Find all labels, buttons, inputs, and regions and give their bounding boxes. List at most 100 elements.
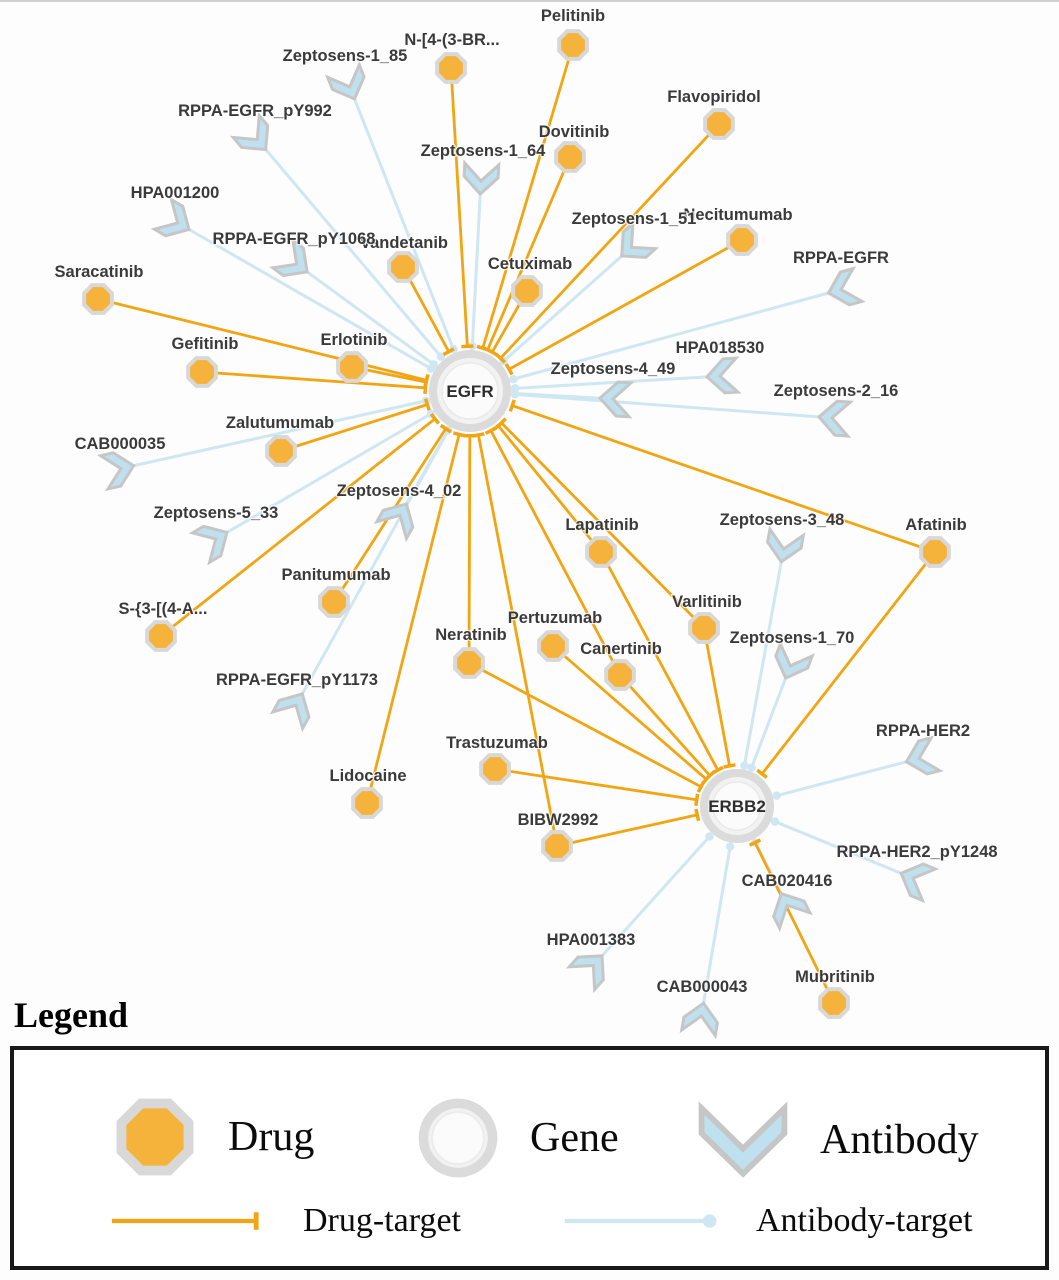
drug-edge <box>495 417 705 629</box>
antibody-node <box>150 196 191 238</box>
legend-drug-target-label: Drug-target <box>303 1202 461 1239</box>
antibody-node <box>704 356 742 395</box>
antibody-node <box>774 640 815 681</box>
antibody-node <box>229 111 270 152</box>
drug-edge <box>97 297 430 387</box>
gene-node-inner <box>441 362 499 420</box>
antibody-edge <box>118 396 431 471</box>
antibody-edge <box>254 137 446 361</box>
antibody-label: HPA001200 <box>131 184 220 202</box>
drug-label: N-[4-(3-BR... <box>404 31 499 49</box>
drug-label: Pertuzumab <box>508 609 602 627</box>
drug-edge <box>484 426 622 676</box>
drug-node <box>453 647 485 679</box>
antibody-node <box>373 502 415 543</box>
antibody-edge <box>175 220 436 373</box>
drug-node <box>537 630 569 662</box>
drug-edge <box>508 399 936 554</box>
antibody-node <box>324 60 366 101</box>
antibody-label: Zeptosens-2_16 <box>774 382 899 400</box>
drug-node <box>688 612 720 644</box>
drug-node <box>479 753 511 785</box>
legend-gene-label: Gene <box>530 1115 619 1161</box>
drug-node <box>557 29 589 61</box>
drug-label: Necitumumab <box>683 206 792 224</box>
antibody-label: CAB020416 <box>742 872 833 890</box>
drug-edge <box>468 661 706 793</box>
network-canvas: EGFRERBB2PelitinibN-[4-(3-BR...Dovitinib… <box>53 6 999 1040</box>
antibody-label: RPPA-EGFR <box>793 249 889 267</box>
drug-node <box>186 356 218 388</box>
antibody-node <box>826 266 866 307</box>
antibody-node <box>188 524 229 566</box>
drug-label: Saracatinib <box>55 263 144 281</box>
legend-box: Drug Gene Antibody Drug-target Antibody-… <box>10 1046 1049 1270</box>
drug-edge <box>552 644 712 785</box>
drug-node <box>265 435 297 467</box>
antibody-label: HPA018530 <box>676 339 765 357</box>
antibody-label: RPPA-HER2 <box>876 722 970 740</box>
drug-edge <box>748 838 836 1004</box>
antibody-node <box>899 862 940 904</box>
antibody-node <box>766 525 806 564</box>
drug-edge <box>160 413 441 638</box>
antibody-edge <box>468 178 483 351</box>
drug-node <box>318 586 350 618</box>
drug-node <box>703 108 735 140</box>
drug-node <box>604 659 636 691</box>
drug-target-line-icon <box>111 1212 259 1230</box>
antibody-node <box>462 159 501 197</box>
antibody-edge <box>740 546 786 770</box>
antibody-edge <box>699 842 735 1019</box>
drug-edge <box>365 431 466 804</box>
antibody-edge <box>499 244 634 366</box>
antibody-label: Zeptosens-1_70 <box>730 629 855 647</box>
drug-label: Dovitinib <box>539 123 610 141</box>
antibody-edge <box>213 409 436 542</box>
gene-label: ERBB2 <box>708 797 766 816</box>
antibody-node <box>565 954 605 994</box>
antibody-label: Zeptosens-1_64 <box>421 142 547 160</box>
drug-edge <box>201 370 428 394</box>
nodes <box>82 29 951 1040</box>
antibody-label: Zeptosens-4_49 <box>551 360 676 378</box>
drug-edge <box>702 627 736 769</box>
antibody-label: HPA001383 <box>547 931 636 949</box>
antibody-label: RPPA-EGFR_pY992 <box>178 102 332 120</box>
drug-node <box>351 787 383 819</box>
drug-label: BIBW2992 <box>518 811 599 829</box>
drug-label: S-{3-[(4-A... <box>119 600 208 618</box>
antibody-node <box>816 399 854 438</box>
drug-label: Canertinib <box>580 640 662 658</box>
antibody-node <box>269 692 311 733</box>
antibody-edge <box>772 756 922 800</box>
antibody-edge <box>590 832 714 969</box>
legend-item-drug: Drug <box>106 1088 314 1186</box>
legend-item-gene: Gene <box>410 1090 619 1186</box>
drug-label: Erlotinib <box>321 331 388 349</box>
drug-node <box>585 536 617 568</box>
drug-node <box>554 141 586 173</box>
antibody-node <box>597 380 635 419</box>
drug-label: Mubritinib <box>795 968 875 986</box>
labels: EGFRERBB2PelitinibN-[4-(3-BR...Dovitinib… <box>53 6 999 998</box>
antibody-label: Zeptosens-4_02 <box>337 482 462 500</box>
legend-drug-label: Drug <box>228 1114 315 1160</box>
drug-edges <box>97 44 937 1004</box>
antibody-label: Zeptosens-5_33 <box>154 504 279 522</box>
drug-edge <box>618 674 716 781</box>
legend-item-drug-target: Drug-target <box>109 1202 461 1240</box>
legend-item-antibody-target: Antibody-target <box>562 1202 973 1240</box>
drug-label: Cetuximab <box>488 255 572 273</box>
gene-legend-icon <box>418 1098 498 1178</box>
drug-label: Gefitinib <box>172 335 239 353</box>
antibody-edge <box>770 817 916 881</box>
antibody-target-line-icon <box>564 1214 717 1228</box>
drug-label: Zalutumumab <box>226 414 334 432</box>
drug-edge <box>449 67 474 349</box>
drug-edge <box>463 433 476 664</box>
drug-node <box>435 52 467 84</box>
legend-antibody-target-label: Antibody-target <box>756 1202 973 1239</box>
antibody-node <box>96 451 136 492</box>
drug-node <box>919 536 951 568</box>
